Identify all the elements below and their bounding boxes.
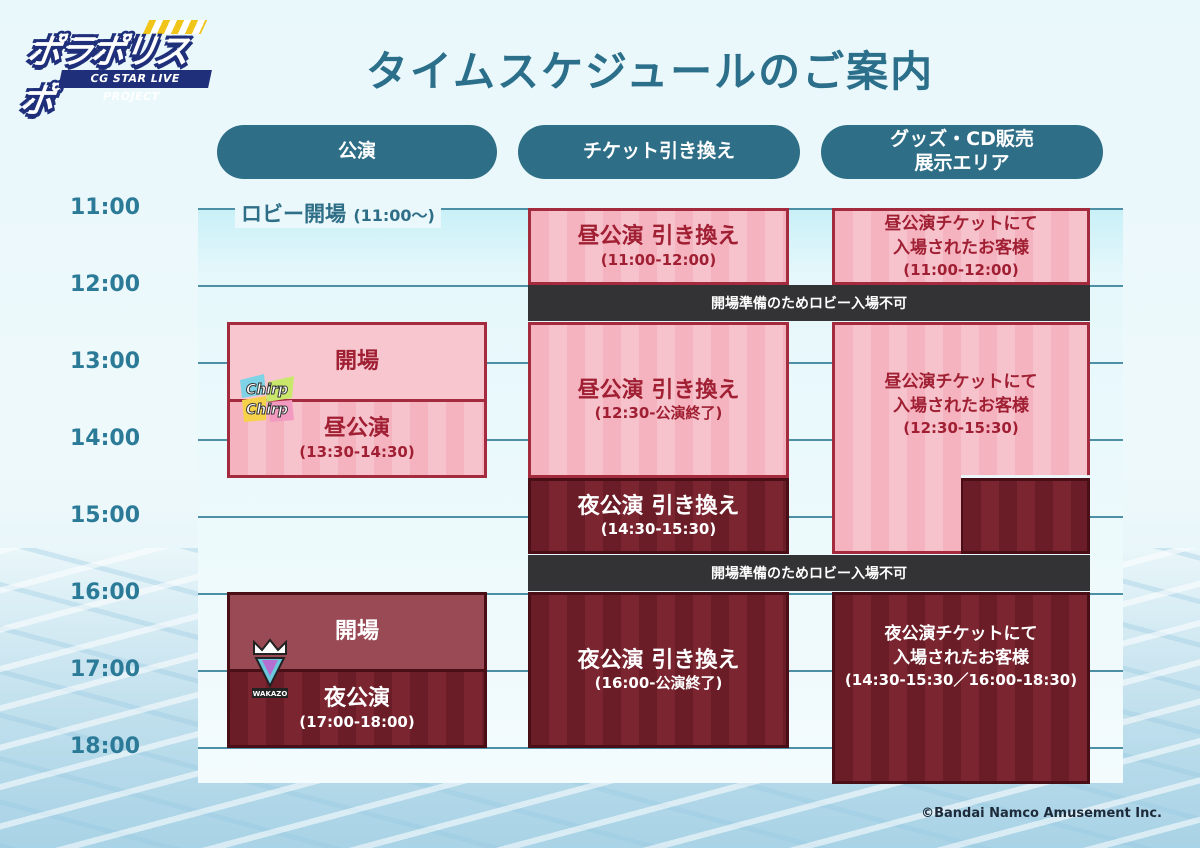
lobby-closed-notice-1: 開場準備のためロビー入場不可 <box>528 285 1090 321</box>
hour-line <box>198 747 1123 749</box>
ticket-day-title-1: 昼公演 引き換え <box>577 224 740 249</box>
lobby-open-text: ロビー開場 <box>241 202 346 226</box>
night-open-label: 開場 <box>334 619 379 645</box>
event-logo: ポラポリスポ CG STAR LIVE PROJECT <box>17 20 212 121</box>
ticket-day-block-2: 昼公演 引き換え (12:30-公演終了) <box>528 322 789 478</box>
logo-title: ポラポリスポ <box>17 32 191 121</box>
logo-subtitle: CG STAR LIVE PROJECT <box>58 70 212 103</box>
time-label: 14:00 <box>70 426 141 451</box>
ticket-night-time-1: (14:30-15:30) <box>600 520 717 538</box>
column-header-goods-line1: グッズ・CD販売 <box>890 128 1034 151</box>
ticket-day-time-1: (11:00-12:00) <box>600 250 717 269</box>
goods-day-time-1: (11:00-12:00) <box>903 260 1019 279</box>
ticket-night-time-2: (16:00-公演終了) <box>594 674 723 692</box>
goods-day-block-1: 昼公演チケットにて 入場されたお客様 (11:00-12:00) <box>832 208 1090 285</box>
wakazo-logo-icon: WAKAZO <box>252 638 288 698</box>
column-header-performance: 公演 <box>217 125 497 179</box>
lobby-open-time: (11:00〜) <box>353 206 435 225</box>
goods-day-line2-2: 入場されたお客様 <box>893 395 1029 416</box>
column-header-goods: グッズ・CD販売 展示エリア <box>821 125 1103 179</box>
goods-night-line2: 入場されたお客様 <box>893 647 1029 668</box>
goods-day-line1-2: 昼公演チケットにて <box>884 372 1038 392</box>
goods-day-line2-1: 入場されたお客様 <box>893 237 1029 258</box>
page-title: タイムスケジュールのご案内 <box>365 47 935 96</box>
chirp-chirp-logo-icon: Chirp Chirp <box>240 374 294 422</box>
time-label: 18:00 <box>70 734 141 759</box>
svg-text:Chirp: Chirp <box>246 382 288 398</box>
day-show-label: 昼公演 <box>323 416 390 441</box>
column-header-performance-label: 公演 <box>337 140 376 163</box>
night-show-label: 夜公演 <box>323 686 390 711</box>
goods-night-block: 夜公演チケットにて 入場されたお客様 (14:30-15:30／16:00-18… <box>832 592 1090 784</box>
column-header-goods-line2: 展示エリア <box>914 152 1010 174</box>
ticket-night-block-1: 夜公演 引き換え (14:30-15:30) <box>528 478 789 554</box>
goods-night-overlap-block <box>960 478 1090 554</box>
ticket-night-title-1: 夜公演 引き換え <box>577 493 740 519</box>
goods-day-line1-1: 昼公演チケットにて <box>884 213 1038 234</box>
lobby-closed-notice-2: 開場準備のためロビー入場不可 <box>528 555 1090 591</box>
time-label: 17:00 <box>70 657 141 682</box>
svg-text:Chirp: Chirp <box>246 402 288 418</box>
ticket-night-title-2: 夜公演 引き換え <box>577 647 740 673</box>
ticket-day-block-1: 昼公演 引き換え (11:00-12:00) <box>528 208 789 285</box>
time-label: 13:00 <box>70 349 141 374</box>
time-label: 11:00 <box>70 195 141 220</box>
day-open-label: 開場 <box>334 349 379 375</box>
column-header-ticket: チケット引き換え <box>518 125 800 179</box>
time-label: 15:00 <box>70 503 141 528</box>
goods-night-time: (14:30-15:30／16:00-18:30) <box>844 670 1078 689</box>
time-label: 16:00 <box>70 580 141 605</box>
day-show-time: (13:30-14:30) <box>299 442 415 461</box>
ticket-day-time-2: (12:30-公演終了) <box>594 404 723 422</box>
goods-day-time-2: (12:30-15:30) <box>903 418 1019 437</box>
night-show-time: (17:00-18:00) <box>299 712 415 731</box>
ticket-day-title-2: 昼公演 引き換え <box>577 377 740 403</box>
goods-night-line1: 夜公演チケットにて <box>884 624 1038 644</box>
column-header-ticket-label: チケット引き換え <box>582 140 735 163</box>
ticket-night-block-2: 夜公演 引き換え (16:00-公演終了) <box>528 592 789 748</box>
lobby-open-label: ロビー開場 (11:00〜) <box>235 198 441 228</box>
svg-text:WAKAZO: WAKAZO <box>253 690 288 698</box>
time-label: 12:00 <box>70 272 141 297</box>
copyright: ©Bandai Namco Amusement Inc. <box>921 806 1162 821</box>
